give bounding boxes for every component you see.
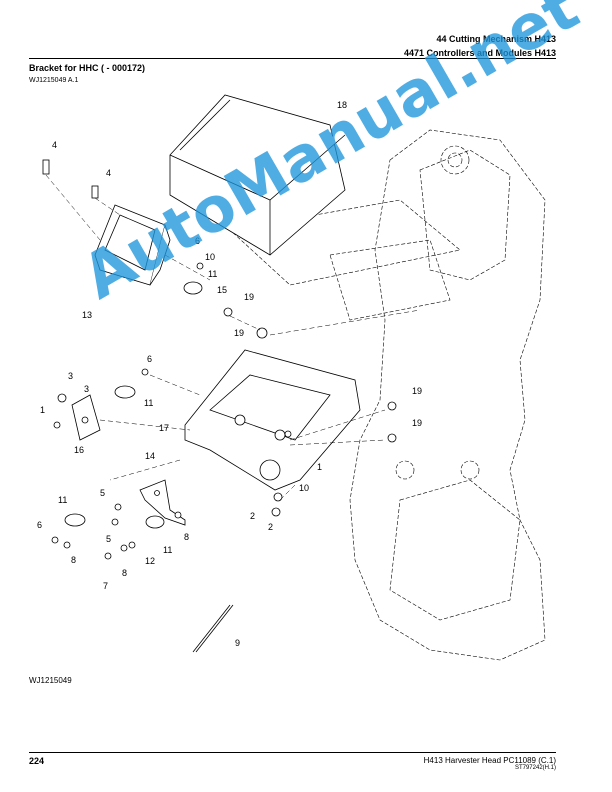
callout-label: 9 (235, 638, 240, 648)
subsection-header: 4471 Controllers and Modules H413 (403, 48, 556, 58)
control-module-13 (94, 204, 171, 286)
callout-label: 11 (163, 545, 172, 555)
callout-label: 1 (317, 462, 322, 472)
figure-reference: WJ1215049 A.1 (29, 77, 79, 84)
fastener-parts (42, 159, 397, 560)
assembly-lines (45, 174, 421, 501)
callout-label: 5 (100, 488, 105, 498)
callout-label: 3 (68, 371, 73, 381)
footer-rule (29, 752, 556, 753)
callout-label: 6 (195, 236, 200, 246)
callout-label: 13 (82, 310, 92, 320)
callout-label: 12 (145, 556, 155, 566)
callout-label: 17 (159, 423, 169, 433)
page-title: Bracket for HHC ( - 000172) (29, 63, 146, 73)
callout-label: 6 (147, 354, 152, 364)
cover-part-18 (169, 94, 346, 256)
frame-outline (229, 129, 546, 661)
page-number: 224 (29, 756, 45, 766)
callout-label: 18 (337, 100, 347, 110)
callout-label: 16 (74, 445, 84, 455)
callout-label: 4 (52, 140, 57, 150)
callout-label: 6 (37, 520, 42, 530)
small-bracket-16 (71, 394, 101, 441)
callout-label: 2 (250, 511, 255, 521)
callout-label: 8 (122, 568, 127, 578)
callout-label: 3 (84, 384, 89, 394)
callout-label: 14 (145, 451, 155, 461)
callout-label: 4 (106, 168, 111, 178)
callout-labels: 4 4 18 6 10 11 15 19 13 19 6 3 3 11 1 17… (37, 100, 422, 648)
callout-label: 11 (208, 269, 217, 279)
callout-label: 19 (412, 386, 422, 396)
callout-label: 19 (244, 292, 254, 302)
document-code: ST797242(H.1) (514, 765, 556, 771)
bracket-14 (139, 479, 186, 526)
callout-label: 8 (71, 555, 76, 565)
callout-label: 1 (40, 405, 45, 415)
spring-part-9 (192, 604, 234, 653)
callout-label: 11 (144, 398, 153, 408)
callout-label: 2 (268, 522, 273, 532)
callout-label: 8 (184, 532, 189, 542)
callout-label: 15 (217, 285, 227, 295)
callout-label: 11 (58, 495, 67, 505)
document-footer: H413 Harvester Head PC11089 (C.1) (423, 756, 556, 765)
clamp-parts-11 (64, 281, 203, 529)
header-rule (29, 58, 556, 59)
section-header: 44 Cutting Mechanism H413 (436, 34, 556, 44)
callout-label: 10 (299, 483, 309, 493)
callout-label: 5 (106, 534, 111, 544)
callout-label: 7 (103, 581, 108, 591)
callout-label: 19 (234, 328, 244, 338)
figure-id: WJ1215049 (29, 676, 72, 685)
callout-label: 19 (412, 418, 422, 428)
callout-label: 10 (205, 252, 215, 262)
main-bracket-17 (184, 349, 361, 491)
